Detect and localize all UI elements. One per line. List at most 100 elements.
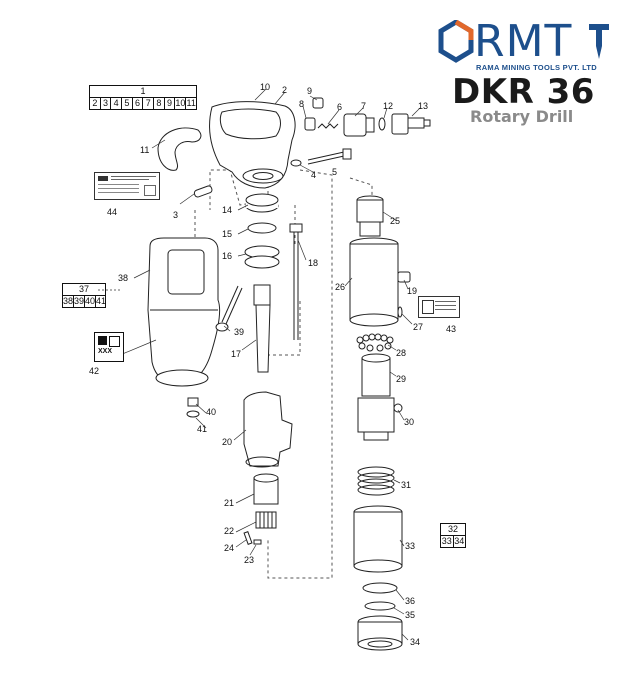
kit-table-32: 32 33 34 [440,523,466,548]
callout-7: 7 [361,101,367,111]
callout-33: 33 [405,541,416,551]
hexagon-logo-icon [438,20,474,63]
kit-label: 1 [90,86,196,98]
leader-lines [98,88,421,641]
brand-logo: RMT RAMA MINING TOOLS PVT. LTD [438,18,613,78]
part-key-24 [243,531,253,545]
part-piston-25 [356,195,384,237]
part-washer-41 [186,410,200,418]
part-chuck-30 [357,397,403,441]
callout-27: 27 [413,322,424,332]
callout-24: 24 [224,543,235,553]
kit-member: 10 [175,98,187,109]
callout-35: 35 [405,610,416,620]
callout-28: 28 [396,348,407,358]
kit-members-row: 2 3 4 5 6 7 8 9 10 11 [90,98,196,109]
jackhammer-icon [589,24,609,59]
callout-6: 6 [337,102,343,112]
part-valve-assembly [317,113,431,137]
kit-member: 41 [96,296,107,306]
callout-29: 29 [396,374,407,384]
part-long-bolt [289,223,303,340]
brand-name: RMT [474,16,573,67]
part-housing [209,101,296,189]
kit-member: 33 [441,536,454,547]
part-pin-23 [253,539,262,545]
warning-symbol-icon [422,300,434,314]
part-sleeve-29 [361,353,391,397]
kit-members-row: 38 39 40 41 [63,296,107,307]
part-ring-36 [362,582,398,594]
callout-44: 44 [107,207,118,217]
callout-40: 40 [206,407,217,417]
part-balls-28 [356,333,394,352]
callout-16: 16 [222,251,233,261]
plate-logo-icon [98,176,108,181]
kit-member: 38 [63,296,75,307]
kit-member: 3 [101,98,112,109]
part-spring-31 [357,466,395,496]
part-spindle [253,284,271,373]
callout-4: 4 [311,170,317,180]
callout-38: 38 [118,273,129,283]
callout-34: 34 [410,637,421,647]
part-end-cap-34 [357,615,403,651]
callout-43: 43 [446,324,457,334]
part-ring-27 [397,306,403,318]
part-plug-19 [397,271,411,283]
kit-member: 39 [74,296,86,307]
kit-member: 2 [90,98,101,109]
kit-member: 8 [154,98,165,109]
callout-23: 23 [244,555,255,565]
brand-tagline: RAMA MINING TOOLS PVT. LTD [476,63,597,72]
callout-20: 20 [222,437,233,447]
callout-12: 12 [383,101,394,111]
warning-plate-43 [418,296,460,318]
kit-member: 34 [454,536,465,546]
part-plug-9 [312,97,324,109]
kit-members-row: 33 34 [441,536,465,547]
part-collar-21 [253,473,279,505]
decal-42: XXX [94,332,124,362]
callout-5: 5 [332,167,338,177]
kit-member: 4 [111,98,123,109]
model-title: DKR 36 [452,72,595,112]
callout-22: 22 [224,526,235,536]
nameplate-44 [94,172,160,200]
part-side-handle [157,127,202,171]
part-plug-8 [304,117,316,131]
part-motor-body [147,237,221,387]
callout-14: 14 [222,205,233,215]
callout-30: 30 [404,417,415,427]
model-subtitle: Rotary Drill [470,107,574,126]
part-pin [193,185,213,198]
decal-symbol-icon [98,336,107,345]
callout-2: 2 [282,85,288,95]
kit-member: 40 [85,296,97,307]
callout-21: 21 [224,498,235,508]
part-sleeve-33 [353,505,403,573]
part-gear-22 [255,511,277,529]
callout-3: 3 [173,210,179,220]
callout-31: 31 [401,480,412,490]
callout-15: 15 [222,229,233,239]
callout-36: 36 [405,596,416,606]
callout-26: 26 [335,282,346,292]
callout-25: 25 [390,216,401,226]
kit-member: 5 [122,98,133,109]
kit-member: 9 [165,98,176,109]
callout-39: 39 [234,327,245,337]
kit-table-37: 37 38 39 40 41 [62,283,106,308]
kit-member: 6 [133,98,144,109]
part-cylinder-26 [349,237,399,327]
callout-18: 18 [308,258,319,268]
part-rings-14-16 [244,193,280,269]
part-oring-4 [290,159,302,167]
part-gear-housing [243,391,293,468]
kit-label: 37 [63,284,105,296]
callout-19: 19 [407,286,418,296]
part-rod [307,148,352,165]
callout-10: 10 [260,82,271,92]
